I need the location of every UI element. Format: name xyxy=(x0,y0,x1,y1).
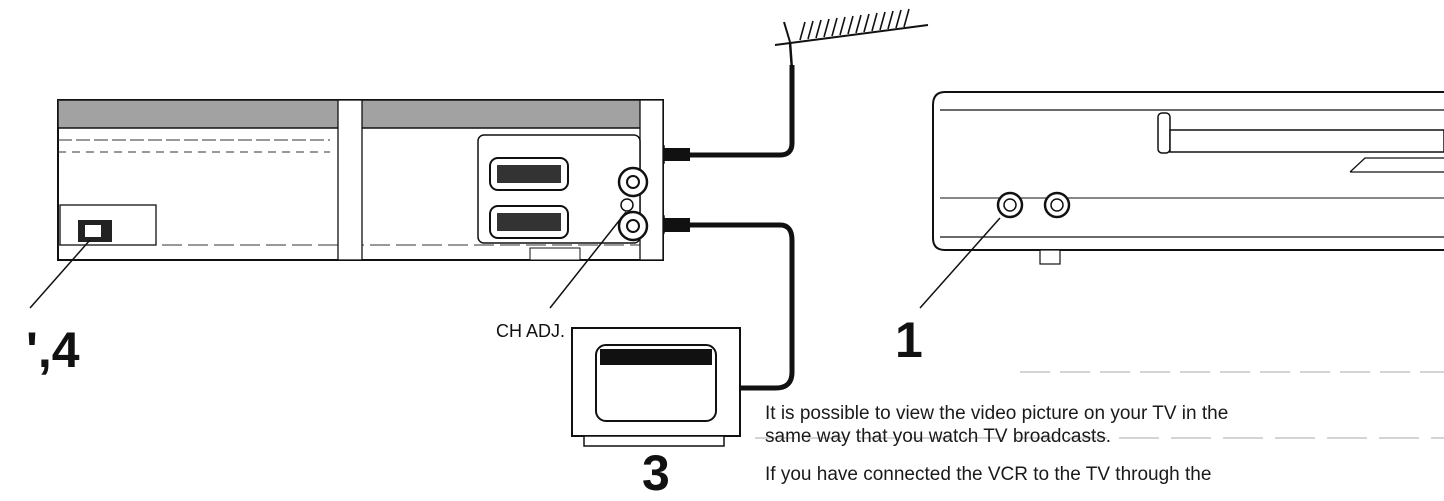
tv-icon xyxy=(571,327,741,447)
leader-power-button xyxy=(919,217,1001,309)
paragraph-2-line-1: If you have connected the VCR to the TV … xyxy=(765,464,1212,485)
leader-ch-adj xyxy=(549,211,627,309)
vcr-front-panel xyxy=(932,91,1444,265)
leader-power-socket xyxy=(29,239,91,309)
antenna-icon xyxy=(774,8,929,71)
vcr-rear-panel xyxy=(57,99,664,261)
step-label-left: ',4 xyxy=(26,322,80,378)
antenna-cable xyxy=(690,65,795,158)
ch-adj-label: CH ADJ. xyxy=(496,321,566,341)
paragraph-1-line-1: It is possible to view the video picture… xyxy=(765,403,1229,424)
paragraph-1-line-2: same way that you watch TV broadcasts. xyxy=(765,426,1112,447)
step-label-3: 3 xyxy=(642,445,670,501)
step-label-1: 1 xyxy=(895,312,923,368)
tv-cable xyxy=(690,222,795,391)
